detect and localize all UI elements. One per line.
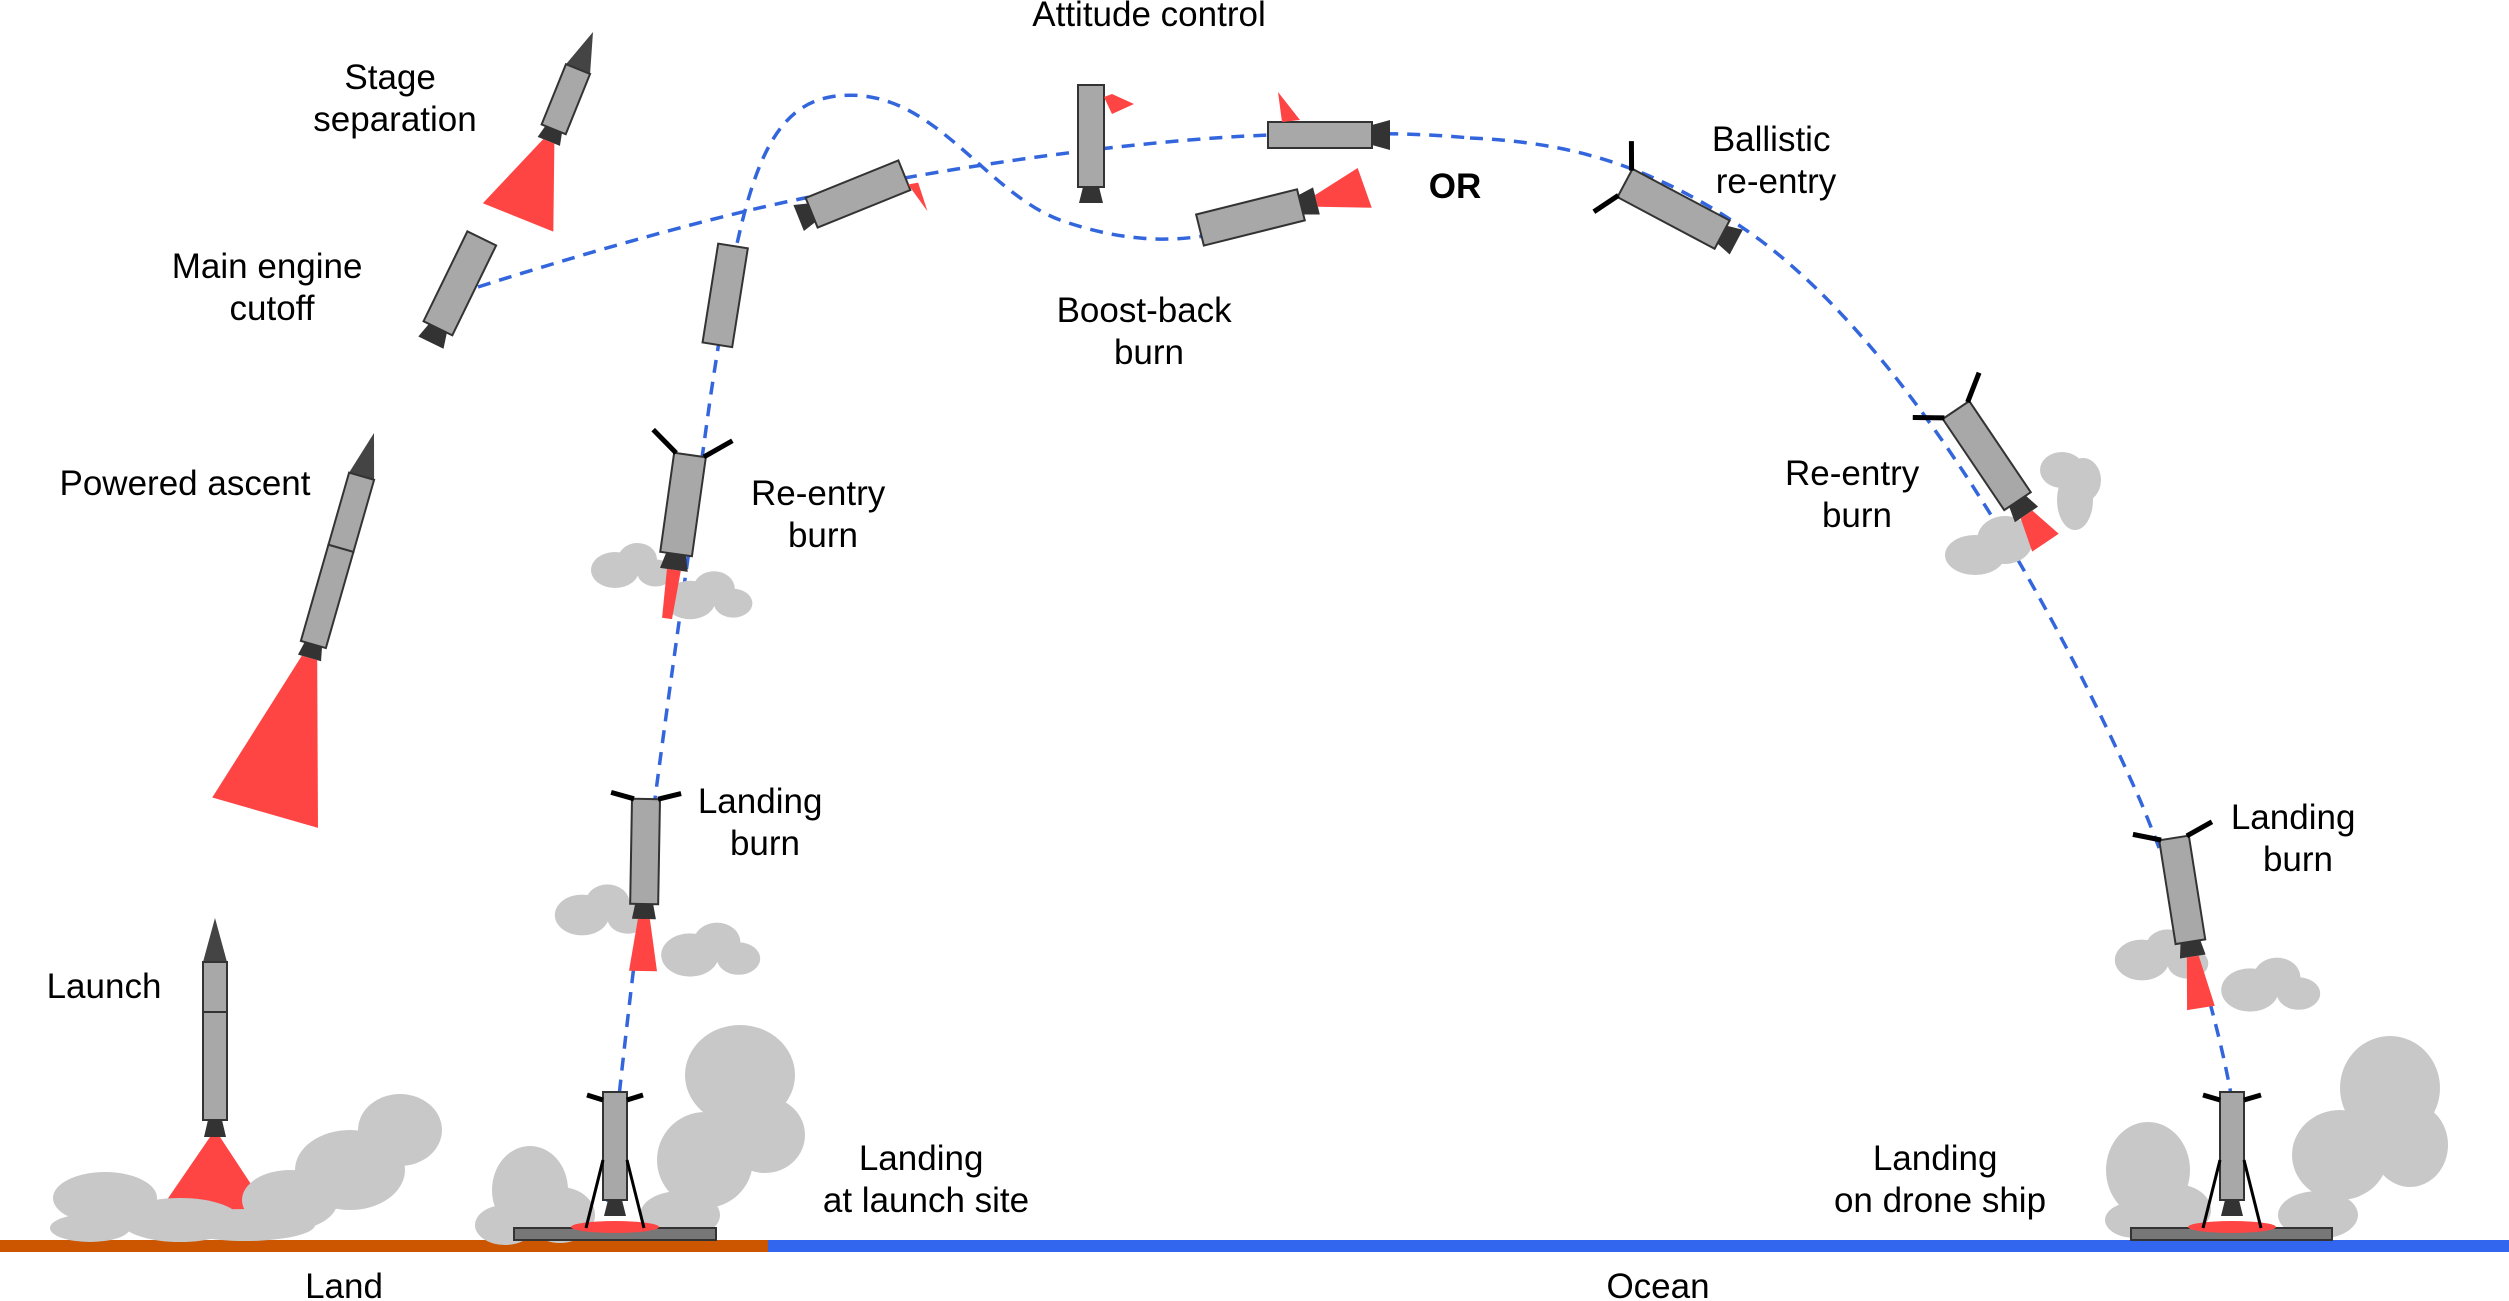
return-to-launch-site-trajectory [606, 93, 1211, 1203]
label-reentry-burn-left: Re-entry burn [751, 474, 895, 555]
label-boost-back-burn: Boost-back burn [1057, 291, 1242, 372]
launch-nose-icon [203, 918, 227, 962]
stage-separation-rocket [482, 32, 593, 232]
landing-right-flame-icon [2186, 955, 2215, 1011]
reentry-burn-booster-right [1912, 371, 2101, 575]
launch-smoke-icon [50, 1094, 442, 1242]
label-or: OR [1429, 167, 1482, 206]
launch-upper-stage [202, 961, 228, 1013]
label-attitude-control: Attitude control [1032, 0, 1265, 34]
label-landing-launch-site: Landing at launch site [823, 1139, 1029, 1220]
landing-burn-booster-right [2114, 819, 2321, 1012]
reentry-left-flame-icon [662, 568, 681, 620]
attitude-control-booster [1077, 84, 1134, 203]
label-stage-separation: Stage separation [313, 58, 476, 139]
landing-left-flame-icon [629, 918, 657, 972]
label-launch: Launch [47, 967, 162, 1006]
drone-ship-flame-icon [2188, 1221, 2276, 1233]
attitude-thruster-icon [1104, 94, 1134, 114]
boost-back-booster [1194, 168, 1372, 247]
drone-ship-smoke-icon [2105, 1036, 2448, 1239]
landing-launch-site-booster [475, 1025, 805, 1245]
ascent-flame-icon [212, 655, 318, 828]
ballistic-reentry-booster [1592, 141, 1743, 255]
flip-left-thruster-icon [908, 182, 928, 212]
flip-booster-left [793, 159, 928, 231]
reentry-right-smoke-icon [1945, 452, 2101, 575]
label-landing-burn-right: Landing burn [2231, 798, 2365, 879]
label-reentry-burn-right: Re-entry burn [1785, 454, 1929, 535]
label-landing-burn-left: Landing burn [698, 782, 832, 863]
horizontal-thruster-icon [1278, 92, 1300, 122]
powered-ascent-rocket [212, 433, 376, 828]
label-landing-drone-ship: Landing on drone ship [1834, 1139, 2046, 1220]
reentry-burn-booster-left [591, 427, 753, 620]
label-powered-ascent: Powered ascent [60, 464, 311, 503]
label-main-engine-cutoff: Main engine cutoff [172, 247, 372, 328]
attitude-horizontal-booster [1267, 92, 1390, 150]
landing-right-smoke-icon [2114, 929, 2321, 1012]
launch-flame-icon [160, 1137, 268, 1210]
landing-drone-ship-booster [2105, 1036, 2448, 1241]
boost-back-flame-icon [1314, 168, 1372, 208]
label-ballistic-reentry: Ballistic re-entry [1712, 120, 1840, 201]
launch-first-stage [202, 1011, 228, 1121]
landing-burn-booster-left [554, 789, 761, 977]
descent-booster-left [701, 242, 749, 349]
label-ocean: Ocean [1606, 1267, 1709, 1301]
reentry-right-flame-icon [2020, 510, 2059, 552]
launch-rocket [50, 918, 442, 1242]
ascent-nose-icon [349, 433, 375, 480]
launch-nozzle-icon [204, 1120, 226, 1137]
boost-back-trajectory [477, 131, 1471, 289]
label-land: Land [305, 1267, 383, 1301]
mec-booster [418, 230, 498, 349]
labels: Attitude control Stage separation Main e… [47, 0, 2365, 1301]
separation-flame-icon [482, 139, 555, 232]
landing-pad-left-flame-icon [571, 1221, 659, 1233]
